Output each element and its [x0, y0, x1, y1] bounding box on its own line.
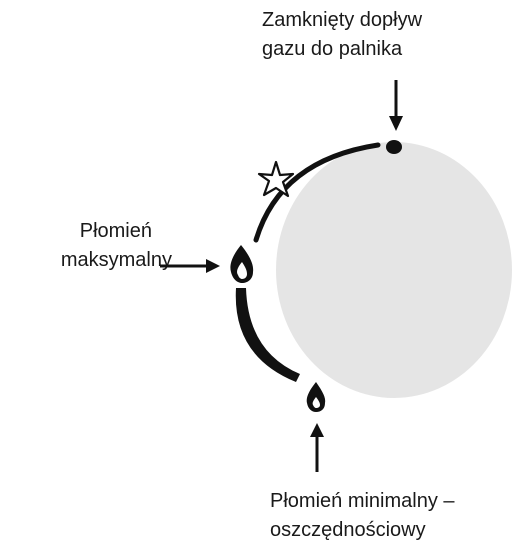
knob-circle	[276, 142, 512, 398]
label-min-flame: Płomień minimalny – oszczędnościowy	[270, 487, 455, 545]
small-flame-icon	[306, 382, 326, 412]
arrow-right-icon	[160, 259, 220, 273]
label-closed-gas-supply: Zamknięty dopływ gazu do palnika	[262, 6, 422, 64]
dot-icon	[386, 140, 402, 154]
label-closed-gas-supply-line-1: Zamknięty dopływ	[262, 9, 423, 31]
spark-star-icon	[257, 160, 295, 198]
label-min-flame-line-2: oszczędnościowy	[270, 519, 426, 541]
large-flame-icon	[230, 245, 254, 283]
label-closed-gas-supply-line-2: gazu do palnika	[262, 38, 403, 60]
label-max-flame-line-2: maksymalny	[60, 249, 172, 271]
arrow-down-icon	[389, 80, 403, 131]
arc-lower	[235, 288, 300, 382]
label-min-flame-line-1: Płomień minimalny –	[270, 490, 455, 512]
arrow-up-icon	[310, 423, 324, 472]
label-max-flame-line-1: Płomień	[79, 220, 152, 242]
label-max-flame: Płomień maksymalny	[32, 217, 172, 275]
arc-upper	[253, 142, 381, 243]
